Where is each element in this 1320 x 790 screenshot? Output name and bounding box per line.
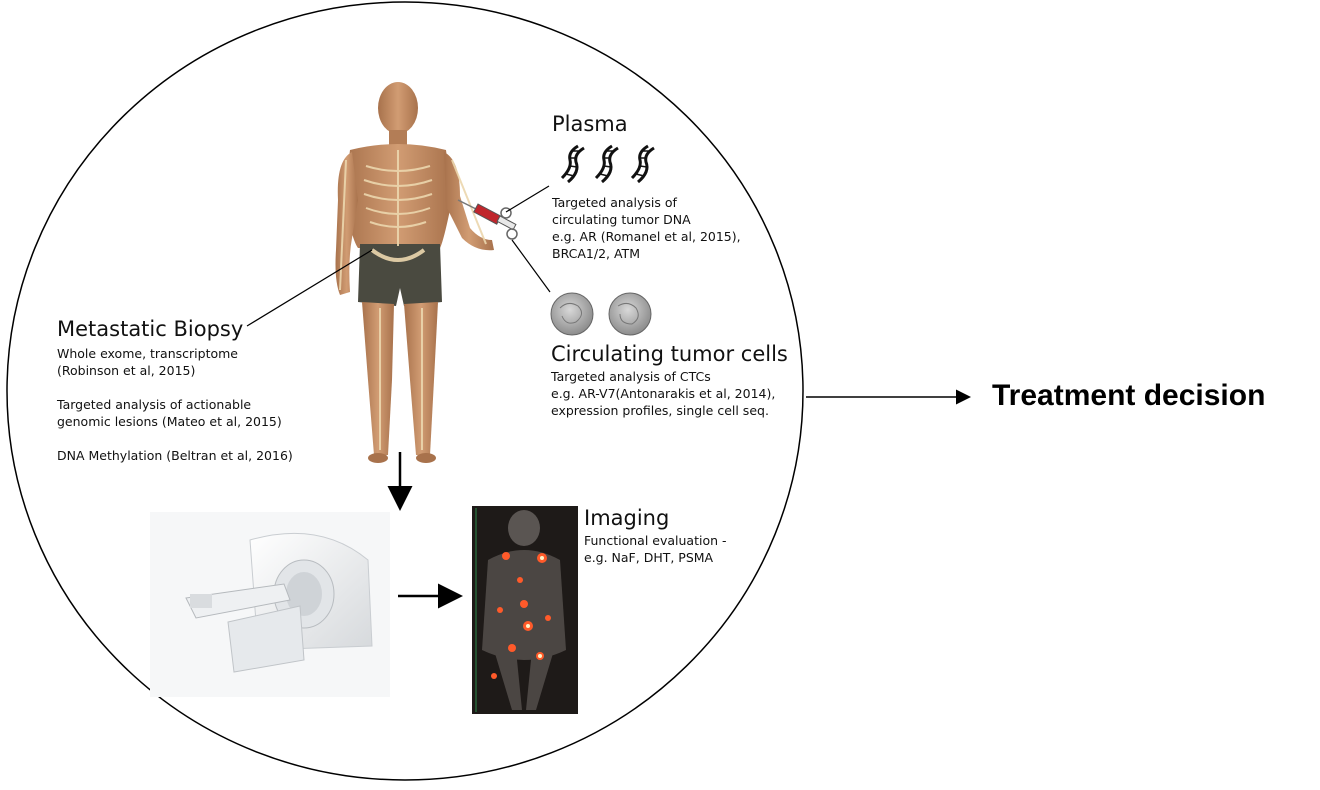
treatment-decision-label: Treatment decision xyxy=(992,378,1265,414)
pet-ct-scan-image xyxy=(472,506,578,714)
human-figure xyxy=(336,82,495,463)
ctc-heading: Circulating tumor cells xyxy=(551,342,788,366)
imaging-heading: Imaging xyxy=(584,506,669,530)
imaging-description: Functional evaluation - e.g. NaF, DHT, P… xyxy=(584,532,727,566)
dna-helix-icon xyxy=(562,146,654,182)
ctc-connector xyxy=(512,240,550,292)
biopsy-description: Whole exome, transcriptome (Robinson et … xyxy=(57,345,293,464)
pet-ct-scanner xyxy=(150,512,390,697)
tumor-cell-icon xyxy=(551,293,651,335)
biopsy-connector xyxy=(247,250,372,326)
plasma-connector xyxy=(506,186,549,212)
biopsy-heading: Metastatic Biopsy xyxy=(57,317,243,341)
ctc-description: Targeted analysis of CTCs e.g. AR-V7(Ant… xyxy=(551,368,775,419)
plasma-description: Targeted analysis of circulating tumor D… xyxy=(552,194,741,262)
plasma-heading: Plasma xyxy=(552,112,628,136)
